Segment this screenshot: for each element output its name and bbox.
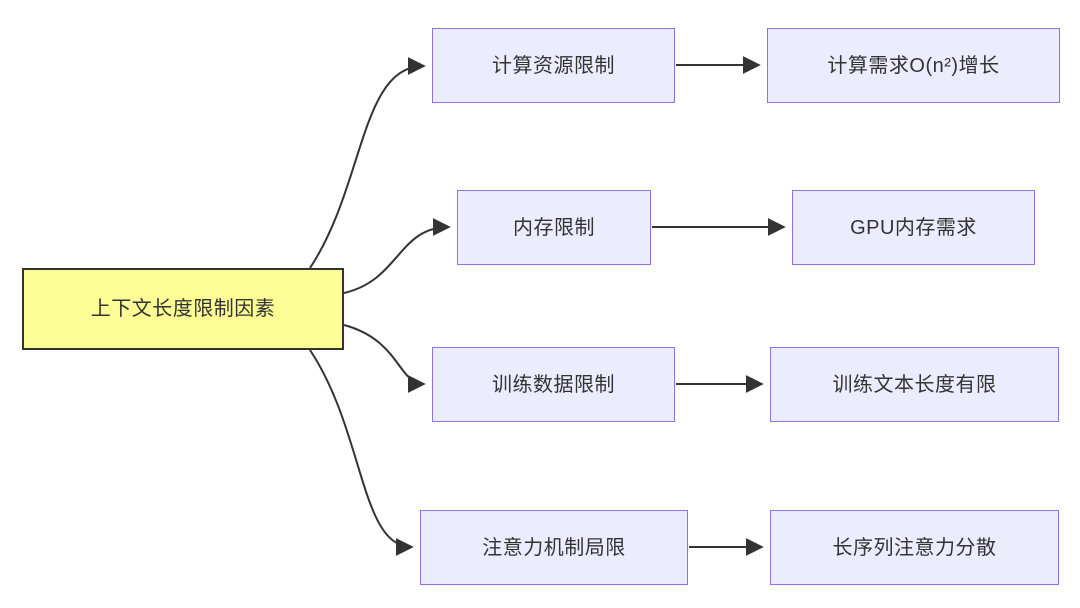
edge-root-to-training-data: [343, 324, 426, 393]
node-label: 训练数据限制: [492, 373, 615, 396]
node-training-text-length-limited: 训练文本长度有限: [770, 347, 1059, 422]
node-long-sequence-attention-dispersion: 长序列注意力分散: [770, 510, 1059, 585]
node-label: 内存限制: [513, 216, 595, 239]
node-compute-demand-growth: 计算需求O(n²)增长: [767, 28, 1060, 103]
node-attention-mechanism-limit: 注意力机制局限: [420, 510, 688, 585]
node-gpu-memory-demand: GPU内存需求: [792, 190, 1035, 265]
node-label: GPU内存需求: [850, 216, 977, 239]
node-label: 上下文长度限制因素: [90, 298, 276, 320]
node-compute-resource-limit: 计算资源限制: [432, 28, 675, 103]
node-training-data-limit: 训练数据限制: [432, 347, 675, 422]
node-label: 训练文本长度有限: [832, 373, 997, 396]
edge-root-to-attention: [309, 349, 414, 556]
edge-root-to-memory: [343, 218, 451, 294]
edge-root-to-compute: [309, 57, 426, 269]
node-label: 长序列注意力分散: [832, 536, 997, 559]
node-label: 计算资源限制: [492, 54, 615, 77]
node-root-context-length-limit-factors: 上下文长度限制因素: [22, 268, 344, 350]
node-memory-limit: 内存限制: [457, 190, 651, 265]
node-label: 注意力机制局限: [482, 536, 626, 559]
node-label: 计算需求O(n²)增长: [827, 54, 1000, 77]
